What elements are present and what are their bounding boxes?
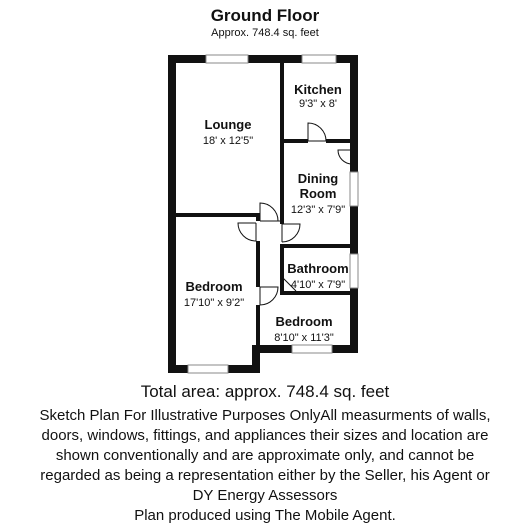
doors <box>237 122 353 306</box>
room-name-dining-line2: Room <box>300 186 337 201</box>
door-bedroom-1 <box>237 222 257 242</box>
windows <box>187 54 359 374</box>
disclaimer-line: shown conventionally and are approximate… <box>55 447 475 464</box>
wall-lounge-bedroom <box>172 213 256 217</box>
door-bathroom <box>281 276 297 292</box>
door-dining <box>281 223 301 243</box>
wall-kitchen-dining-b <box>326 139 352 143</box>
disclaimer-line: regarded as being a representation eithe… <box>40 467 490 484</box>
floor-area-subtitle: Approx. 748.4 sq. feet <box>211 27 319 39</box>
door-bedroom-2 <box>259 286 279 306</box>
wall-hall-stub <box>256 213 260 221</box>
room-name-kitchen: Kitchen <box>294 82 342 97</box>
wall-lounge-kitchen <box>280 59 284 139</box>
room-name-bedroom-1: Bedroom <box>185 279 242 294</box>
room-dims-dining: 12'3" x 7'9" <box>291 204 345 216</box>
wall-hall-bedroom-b <box>256 305 260 365</box>
window-kitchen <box>301 54 337 64</box>
interior-walls <box>172 59 352 365</box>
wall-lounge-dining <box>280 139 284 224</box>
disclaimer-line: Sketch Plan For Illustrative Purposes On… <box>39 407 491 424</box>
disclaimer-line: Plan produced using The Mobile Agent. <box>134 507 396 524</box>
wall-hall-bathroom <box>280 244 284 295</box>
room-dims-bedroom-2: 8'10" x 11'3" <box>274 332 334 344</box>
window-bedroom-2 <box>291 344 333 354</box>
room-name-bathroom: Bathroom <box>287 261 348 276</box>
door-lounge <box>259 202 280 222</box>
room-name-lounge: Lounge <box>205 117 252 132</box>
door-dining-side <box>337 149 353 168</box>
total-area: Total area: approx. 748.4 sq. feet <box>140 382 390 401</box>
floor-plan: Lounge 18' x 12'5" Kitchen 9'3" x 8' Din… <box>168 54 359 374</box>
window-dining <box>349 171 359 207</box>
wall-north <box>168 55 358 63</box>
door-kitchen <box>307 122 327 142</box>
wall-bathroom-bedroom <box>280 291 352 295</box>
wall-kitchen-dining-a <box>280 139 308 143</box>
window-bathroom <box>349 253 359 289</box>
wall-dining-bathroom <box>280 244 352 248</box>
room-name-bedroom-2: Bedroom <box>275 314 332 329</box>
disclaimer-line: DY Energy Assessors <box>192 487 338 504</box>
room-dims-bathroom: 4'10" x 7'9" <box>291 279 345 291</box>
room-dims-kitchen: 9'3" x 8' <box>299 98 337 110</box>
disclaimer-line: doors, windows, fittings, and appliances… <box>41 427 489 444</box>
floor-title: Ground Floor <box>210 6 320 25</box>
window-bedroom-1 <box>187 364 229 374</box>
window-lounge <box>205 54 249 64</box>
room-name-dining-line1: Dining <box>298 171 338 186</box>
room-dims-lounge: 18' x 12'5" <box>203 135 253 147</box>
wall-hall-bedroom-a <box>256 241 260 287</box>
disclaimer: Sketch Plan For Illustrative Purposes On… <box>4 406 526 526</box>
room-dims-bedroom-1: 17'10" x 9'2" <box>184 297 244 309</box>
